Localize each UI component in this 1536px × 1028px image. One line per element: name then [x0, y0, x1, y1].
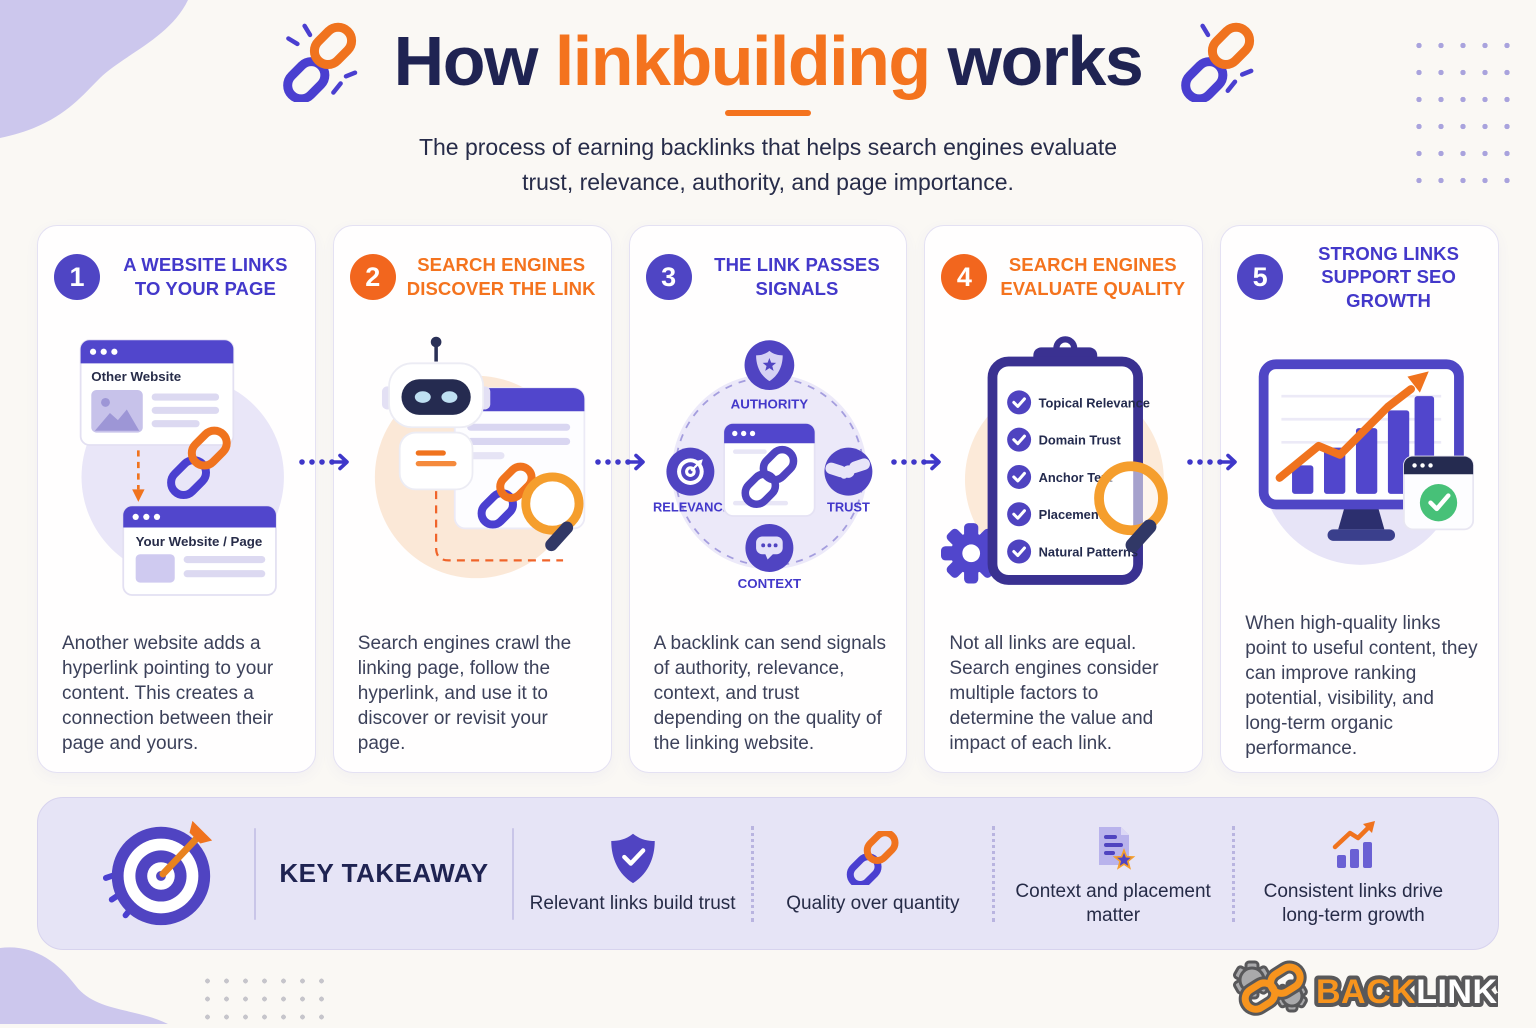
takeaway-item-label: Consistent links drive long-term growth	[1248, 880, 1458, 929]
logo-text: BACKLINKS	[1316, 973, 1498, 1011]
step-3-description: A backlink can send signals of authority…	[646, 621, 893, 756]
step-2-description: Search engines crawl the linking page, f…	[350, 621, 597, 756]
flow-arrow-4	[1184, 452, 1240, 472]
step-5-title: STRONG LINKS SUPPORT SEO GROWTH	[1293, 242, 1484, 313]
step-5-number-badge: 5	[1237, 254, 1283, 300]
subtitle-line1: The process of earning backlinks that he…	[0, 130, 1536, 165]
subtitle: The process of earning backlinks that he…	[0, 130, 1536, 199]
logo-text-link: LINK	[1416, 973, 1497, 1011]
step-3-illustration: AUTHORITY RELEVANCE	[646, 312, 893, 621]
context-icon	[745, 524, 793, 572]
document-star-icon	[1086, 819, 1140, 873]
title-highlight: linkbuilding	[555, 22, 930, 100]
takeaway-item-quality: Quality over quantity	[754, 819, 991, 929]
step-3-header: 3 THE LINK PASSES SIGNALS	[646, 244, 893, 310]
step-5-illustration	[1237, 312, 1484, 601]
website-linking-illustration: Other Website	[54, 312, 301, 621]
other-website-label: Other Website	[91, 369, 181, 384]
signals-diagram: AUTHORITY RELEVANCE	[646, 312, 893, 621]
title-underline	[725, 110, 811, 116]
step-1-number-badge: 1	[54, 254, 100, 300]
broken-chain-icon-left	[274, 20, 364, 102]
green-check-badge	[1420, 484, 1457, 521]
title-part1: How	[394, 22, 537, 100]
checklist-item-1: Topical Relevance	[1039, 395, 1150, 410]
key-takeaway-heading: KEY TAKEAWAY	[256, 858, 512, 889]
backlinks-logo-graphic: BACKLINKS	[1230, 958, 1498, 1018]
step-card-3: 3 THE LINK PASSES SIGNALS AUTHORITY	[629, 225, 908, 773]
broken-chain-icon-right	[1172, 20, 1262, 102]
step-4-title: SEARCH ENGINES EVALUATE QUALITY	[997, 253, 1188, 300]
step-card-1: 1 A WEBSITE LINKS TO YOUR PAGE Other Web…	[37, 225, 316, 773]
flow-arrow-2	[592, 452, 648, 472]
step-card-4: 4 SEARCH ENGINES EVALUATE QUALITY	[924, 225, 1203, 773]
takeaway-item-label: Relevant links build trust	[530, 892, 736, 916]
target-arrow-icon	[98, 813, 220, 935]
checklist-item-2: Domain Trust	[1039, 433, 1122, 448]
signal-label-relevance: RELEVANCE	[653, 500, 732, 515]
growth-chart-icon	[1325, 819, 1381, 873]
takeaway-item-label: Quality over quantity	[786, 892, 959, 916]
dot-grid-bottom-left	[198, 972, 332, 1028]
authority-icon	[744, 340, 794, 390]
step-card-5: 5 STRONG LINKS SUPPORT SEO GROWTH	[1220, 225, 1499, 773]
step-1-title: A WEBSITE LINKS TO YOUR PAGE	[110, 253, 301, 300]
page-title: How linkbuilding works	[394, 21, 1143, 101]
takeaway-item-label: Context and placement matter	[1008, 880, 1218, 929]
step-1-illustration: Other Website	[54, 312, 301, 621]
step-card-2: 2 SEARCH ENGINES DISCOVER THE LINK	[333, 225, 612, 773]
seo-growth-illustration	[1237, 312, 1484, 601]
takeaway-item-growth: Consistent links drive long-term growth	[1235, 819, 1472, 929]
subtitle-line2: trust, relevance, authority, and page im…	[0, 165, 1536, 200]
center-link-window	[724, 424, 815, 516]
step-2-number-badge: 2	[350, 254, 396, 300]
step-4-number-badge: 4	[941, 254, 987, 300]
key-takeaway-bar: KEY TAKEAWAY Relevant links build trust …	[37, 797, 1499, 950]
crawler-robot-illustration	[350, 312, 597, 621]
step-4-header: 4 SEARCH ENGINES EVALUATE QUALITY	[941, 244, 1188, 310]
step-1-description: Another website adds a hyperlink pointin…	[54, 621, 301, 756]
step-4-description: Not all links are equal. Search engines …	[941, 621, 1188, 756]
verified-page-window	[1404, 457, 1473, 530]
step-5-header: 5 STRONG LINKS SUPPORT SEO GROWTH	[1237, 244, 1484, 310]
title-part2: works	[948, 22, 1143, 100]
checklist-item-5: Natural Patterns	[1039, 544, 1138, 559]
logo-text-back: BACK	[1316, 973, 1416, 1011]
takeaway-item-context: Context and placement matter	[995, 819, 1232, 929]
blob-bottom-left	[0, 947, 168, 1024]
relevance-icon	[666, 448, 714, 496]
signal-label-context: CONTEXT	[737, 576, 801, 591]
shield-check-icon	[606, 831, 660, 885]
step-5-description: When high-quality links point to useful …	[1237, 601, 1484, 761]
flow-arrow-3	[888, 452, 944, 472]
step-2-illustration	[350, 312, 597, 621]
chain-link-icon	[845, 831, 901, 885]
header: How linkbuilding works The process of ea…	[0, 20, 1536, 199]
step-3-title: THE LINK PASSES SIGNALS	[702, 253, 893, 300]
backlinks-logo: BACKLINKS	[1230, 958, 1498, 1018]
step-4-illustration: Topical Relevance Domain Trust Anchor Te…	[941, 312, 1188, 621]
checklist-item-4: Placement	[1039, 507, 1104, 522]
your-website-label: Your Website / Page	[136, 534, 263, 549]
takeaway-items: Relevant links build trust Quality over …	[514, 819, 1472, 929]
flow-arrow-1	[296, 452, 352, 472]
step-3-number-badge: 3	[646, 254, 692, 300]
logo-gear-chain-icon	[1233, 962, 1307, 1013]
step-2-title: SEARCH ENGINES DISCOVER THE LINK	[406, 253, 597, 300]
signal-label-trust: TRUST	[827, 500, 870, 515]
step-2-header: 2 SEARCH ENGINES DISCOVER THE LINK	[350, 244, 597, 310]
quality-checklist-illustration: Topical Relevance Domain Trust Anchor Te…	[941, 312, 1188, 621]
signal-label-authority: AUTHORITY	[730, 397, 808, 412]
step-1-header: 1 A WEBSITE LINKS TO YOUR PAGE	[54, 244, 301, 310]
your-website-window: Your Website / Page	[123, 506, 276, 595]
takeaway-item-trust: Relevant links build trust	[514, 819, 751, 929]
steps-row: 1 A WEBSITE LINKS TO YOUR PAGE Other Web…	[37, 225, 1499, 773]
